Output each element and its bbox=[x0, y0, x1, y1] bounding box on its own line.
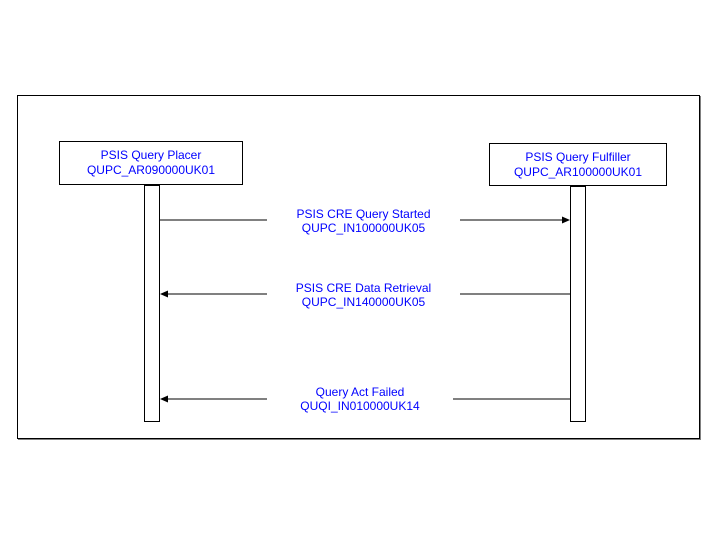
message-label-query-act-failed: Query Act Failed QUQI_IN010000UK14 bbox=[267, 385, 453, 413]
message-title: Query Act Failed bbox=[315, 385, 405, 399]
actor-code: QUPC_AR090000UK01 bbox=[86, 163, 216, 177]
actor-name: PSIS Query Placer bbox=[100, 148, 202, 162]
message-arrow-data-retrieval bbox=[160, 290, 570, 298]
message-label-query-started: PSIS CRE Query Started QUPC_IN100000UK05 bbox=[267, 207, 460, 235]
actor-name: PSIS Query Fulfiller bbox=[525, 150, 631, 164]
message-title: PSIS CRE Data Retrieval bbox=[295, 281, 432, 295]
lifeline-query-placer bbox=[144, 185, 160, 422]
message-code: QUPC_IN100000UK05 bbox=[301, 221, 426, 235]
lifeline-query-fulfiller bbox=[570, 186, 586, 422]
message-code: QUQI_IN010000UK14 bbox=[300, 399, 420, 413]
message-code: QUPC_IN140000UK05 bbox=[301, 295, 426, 309]
message-arrow-query-act-failed bbox=[160, 395, 570, 403]
actor-query-fulfiller: PSIS Query Fulfiller QUPC_AR100000UK01 bbox=[489, 143, 667, 186]
actor-code: QUPC_AR100000UK01 bbox=[513, 165, 643, 179]
diagram-frame bbox=[17, 95, 700, 439]
message-arrow-query-started bbox=[160, 216, 570, 224]
message-label-data-retrieval: PSIS CRE Data Retrieval QUPC_IN140000UK0… bbox=[267, 281, 460, 309]
message-title: PSIS CRE Query Started bbox=[296, 207, 431, 221]
actor-query-placer: PSIS Query Placer QUPC_AR090000UK01 bbox=[59, 141, 243, 185]
